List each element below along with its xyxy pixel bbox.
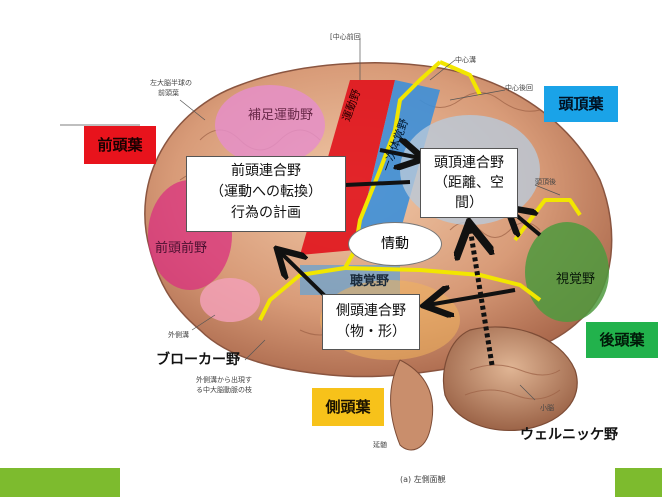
precentral-label: [中心前回 — [330, 33, 361, 41]
visual-label: 視覚野 — [556, 272, 596, 287]
postcentral-label: 中心後回 — [505, 84, 533, 92]
visual-region — [525, 222, 609, 322]
hemisphere-label-1: 左大脳半球の — [150, 79, 192, 87]
supplementary-motor-region — [215, 85, 325, 165]
parietal-lobe-label: 頭頂葉 — [544, 86, 618, 122]
lateral-sulcus-label: 外側溝 — [168, 331, 189, 339]
prefrontal-label: 前頭前野 — [155, 241, 208, 256]
brainstem-label: 延髄 — [373, 441, 387, 449]
temporal-assoc-box: 側頭連合野 （物・形） — [322, 294, 420, 350]
arrow-visual-to-temporal — [428, 290, 516, 305]
caption-label: (a) 左側面観 — [400, 475, 446, 484]
prefrontal-assoc-line-2: （運動への転換） — [210, 184, 322, 200]
temporal-lobe-label: 側頭葉 — [312, 388, 384, 426]
parietal-lobe-text: 頭頂葉 — [558, 95, 604, 113]
broca-region — [200, 278, 260, 322]
brainstem-shape — [390, 359, 434, 451]
prefrontal-assoc-line-3: 行為の計画 — [231, 205, 301, 221]
emotion-label: 情動 — [381, 236, 409, 252]
mca-label-1: 外側溝から出現す — [196, 376, 252, 384]
occipital-lobe-label: 後頭葉 — [586, 322, 658, 358]
arrow-into-parietal — [379, 150, 420, 158]
parietal-assoc-line-2: （距離、空 — [434, 175, 504, 191]
pointer-lines — [60, 38, 561, 401]
parietal-assoc-line-1: 頭頂連合野 — [434, 155, 504, 171]
parietal-occ-label: 頭頂後 — [535, 178, 556, 186]
bottom-white-panel — [120, 460, 615, 497]
cerebellum-shape — [443, 326, 578, 432]
prefrontal-assoc-box: 前頭連合野 （運動への転換） 行為の計画 — [186, 156, 346, 232]
broca-label: ブローカー野 — [156, 352, 240, 368]
supplementary-motor-label: 補足運動野 — [248, 108, 314, 123]
arrow-temporal-to-prefrontal — [280, 252, 327, 298]
parietal-assoc-line-3: 間） — [455, 195, 483, 211]
central-sulcus-label: 中心溝 — [455, 56, 476, 64]
wernicke-label: ウェルニッケ野 — [520, 427, 618, 443]
temporal-lobe-text: 側頭葉 — [325, 398, 371, 416]
frontal-lobe-text: 前頭葉 — [97, 136, 143, 154]
occipital-lobe-text: 後頭葉 — [599, 331, 645, 349]
emotion-ellipse: 情動 — [348, 222, 442, 266]
auditory-label: 聴覚野 — [350, 274, 390, 289]
frontal-lobe-label: 前頭葉 — [84, 126, 156, 164]
prefrontal-assoc-line-1: 前頭連合野 — [231, 163, 301, 179]
dotted-arrow-wernicke-to-parietal — [470, 228, 492, 366]
cerebellum-label: 小脳 — [540, 404, 554, 412]
temporal-assoc-line-2: （物・形） — [336, 324, 406, 340]
mca-label-2: る中大脳動脈の枝 — [196, 386, 252, 394]
hemisphere-label-2: 前頭葉 — [158, 89, 179, 97]
temporal-assoc-line-1: 側頭連合野 — [336, 303, 406, 319]
parietal-assoc-box: 頭頂連合野 （距離、空 間） — [420, 148, 518, 218]
arrow-prefrontal-to-parietal — [344, 180, 411, 187]
